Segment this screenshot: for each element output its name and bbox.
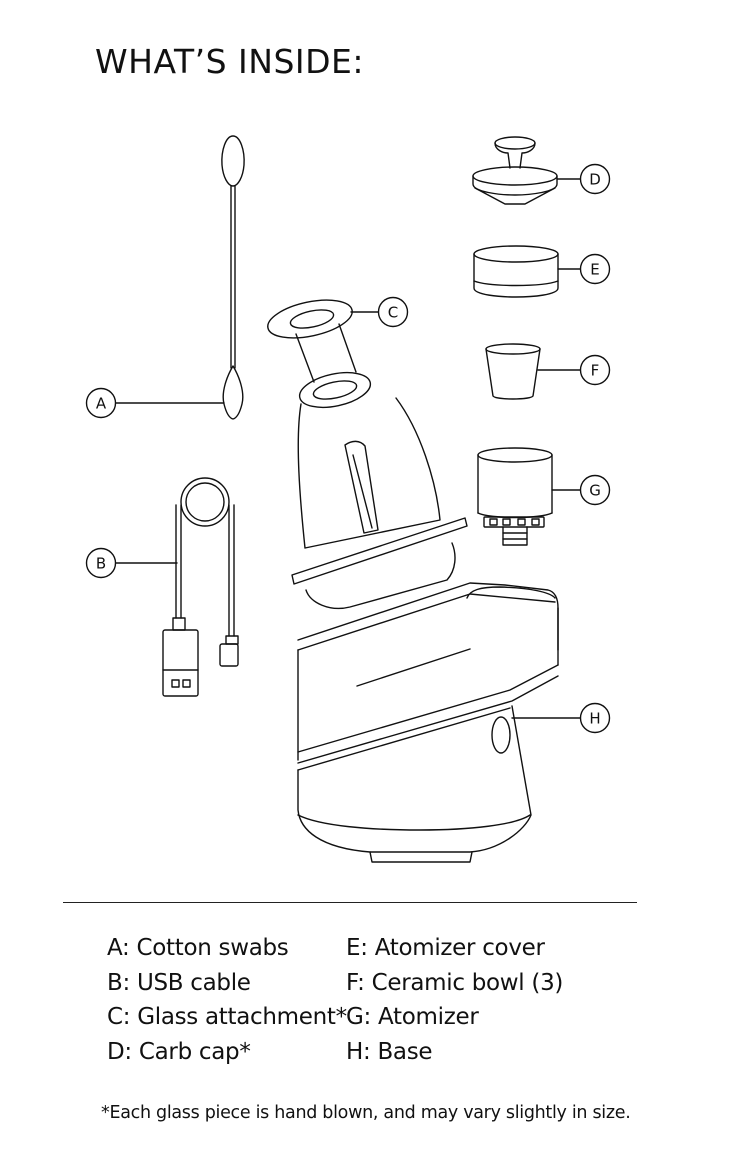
legend-item-a: A: Cotton swabs [107,935,289,961]
usb-cable-illustration [162,477,239,697]
callout-label-a: A [96,395,107,413]
cotton-swab-illustration [221,135,245,420]
legend-item-h: H: Base [346,1038,433,1065]
callout-label-d: D [589,171,601,189]
page-title: WHAT’S INSIDE: [95,42,365,81]
ceramic-bowl-illustration [485,343,541,400]
callout-h [511,702,611,734]
legend-item-e: E: Atomizer cover [346,935,545,961]
callout-g [551,474,611,506]
divider [63,902,637,903]
callout-e [557,253,611,285]
legend-item-f: F: Ceramic bowl (3) [346,969,564,996]
parts-diagram: A B C D E F G H [85,135,611,863]
callout-b [85,547,178,579]
footnote: *Each glass piece is hand blown, and may… [101,1103,631,1123]
callout-d [556,163,611,195]
base-illustration [297,582,559,863]
atomizer-illustration [477,447,553,546]
legend-right-column: E: Atomizer cover F: Ceramic bowl (3) G:… [346,931,563,1069]
glass-attachment-illustration [267,299,468,609]
callout-label-e: E [590,261,599,279]
callout-c [350,296,409,328]
legend-item-c: C: Glass attachment* [107,1004,347,1030]
callout-label-f: F [591,362,600,380]
callout-f [537,354,611,386]
legend-item-b: B: USB cable [107,969,251,996]
callout-label-b: B [96,555,106,573]
atomizer-cover-illustration [473,245,559,298]
legend-item-d: D: Carb cap* [107,1038,251,1065]
carb-cap-illustration [472,136,558,205]
callout-label-g: G [589,482,601,500]
callout-label-h: H [589,710,600,728]
legend-item-g: G: Atomizer [346,1004,479,1030]
callout-label-c: C [388,304,398,322]
callout-a [85,387,225,419]
legend-left-column: A: Cotton swabs B: USB cable C: Glass at… [107,931,347,1069]
